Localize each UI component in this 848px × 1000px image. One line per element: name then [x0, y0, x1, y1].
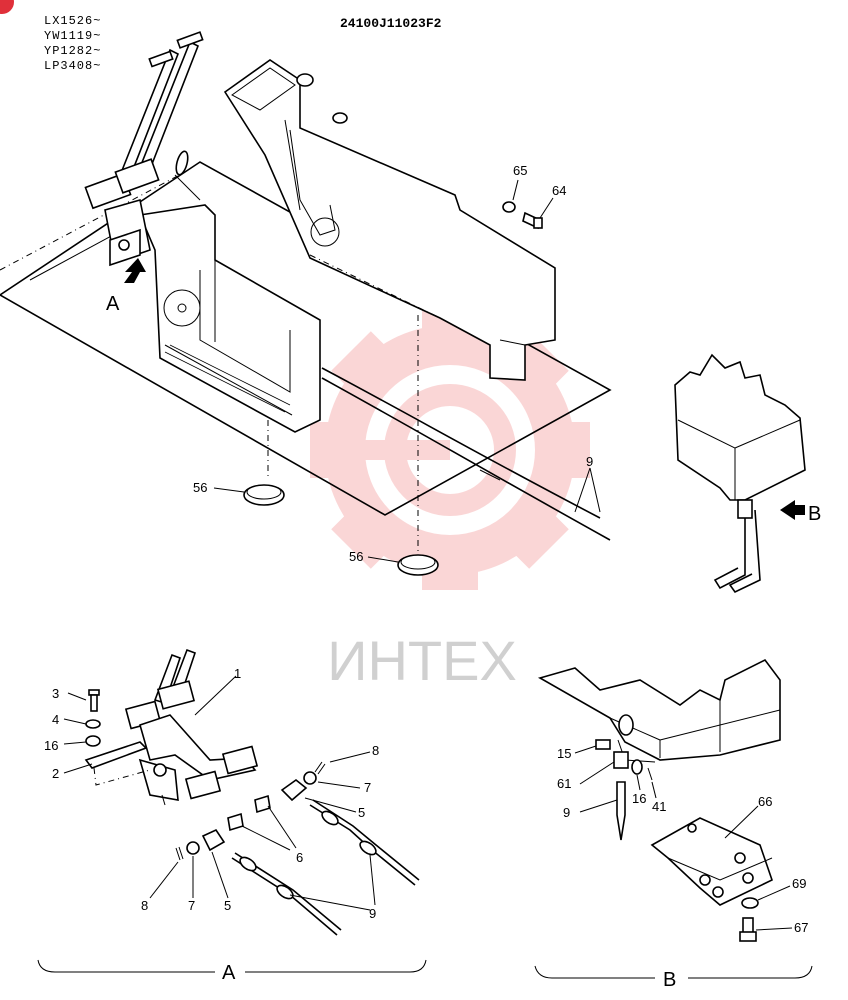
view-arrow-b: [780, 500, 805, 520]
detail-b-bracket: [534, 965, 813, 979]
detail-b-callout-67: 67: [794, 920, 808, 935]
detail-a-callout-8-upper: 8: [372, 743, 379, 758]
callout-56-a: 56: [193, 480, 207, 495]
detail-a-callout-7-lower: 7: [188, 898, 195, 913]
view-arrow-a: [124, 258, 146, 283]
clevis-5-lower: [201, 828, 226, 852]
serial-range-1: LX1526~: [44, 14, 101, 28]
detail-a-callout-6: 6: [296, 850, 303, 865]
bracket-plate-66: [650, 817, 773, 906]
nut-65: [502, 201, 516, 213]
view-label-b: B: [808, 503, 821, 525]
corner-marker: [0, 0, 14, 14]
pin-6-lower: [227, 812, 244, 832]
grommet-56-b: [397, 554, 439, 576]
detail-b-callout-9: 9: [563, 805, 570, 820]
bolt-67: [739, 917, 757, 942]
washer-16-b: [631, 759, 643, 775]
serial-range-4: LP3408~: [44, 59, 101, 73]
detail-a: 1 3 4 16 2 8 7 5 6: [37, 648, 427, 984]
grommet-56-a: [243, 484, 285, 506]
washer-7-lower: [186, 841, 200, 855]
callout-9: 9: [586, 454, 593, 469]
detail-b-callout-15: 15: [557, 746, 571, 761]
plate-2: [84, 741, 148, 769]
pedal-console: [138, 150, 321, 433]
detail-a-callout-2: 2: [52, 766, 59, 781]
callout-56-b: 56: [349, 549, 363, 564]
detail-b-callout-69: 69: [792, 876, 806, 891]
main-view: 65 64 A: [0, 31, 821, 594]
detail-a-callout-3: 3: [52, 686, 59, 701]
detail-a-callout-16: 16: [44, 738, 58, 753]
bolt-15: [595, 739, 611, 750]
detail-b-callout-16: 16: [632, 791, 646, 806]
pedal-assembly-1: [124, 648, 259, 806]
detail-a-callout-8-lower: 8: [141, 898, 148, 913]
detail-b-callout-66: 66: [758, 794, 772, 809]
joint-61: [613, 751, 629, 769]
detail-b: 15 61 9 16 41 66 69 67 B: [534, 658, 813, 991]
detail-a-cables-9: [231, 799, 420, 936]
detail-a-callout-5-lower: 5: [224, 898, 231, 913]
cables-9: [321, 367, 611, 541]
cotter-pin-8-upper: [314, 761, 326, 775]
valve-assembly: [674, 353, 806, 594]
pedals: [84, 31, 204, 267]
detail-a-callout-9: 9: [369, 906, 376, 921]
detail-a-callout-7-upper: 7: [364, 780, 371, 795]
washer-7-upper: [303, 771, 317, 785]
drawing-code: 24100J11023F2: [340, 16, 442, 31]
detail-a-callout-4: 4: [52, 712, 59, 727]
pin-6-upper: [254, 794, 271, 814]
callout-64: 64: [552, 183, 566, 198]
callout-65: 65: [513, 163, 527, 178]
cable-end-9: [616, 781, 626, 841]
detail-a-title: A: [222, 962, 236, 984]
washer-4: [85, 719, 101, 729]
detail-b-title: B: [663, 969, 676, 991]
clevis-5-upper: [280, 778, 308, 802]
view-label-a: A: [106, 293, 120, 315]
washer-69: [741, 897, 759, 909]
bolt-3: [88, 689, 100, 712]
detail-a-callout-1: 1: [234, 666, 241, 681]
washer-16: [85, 735, 101, 747]
detail-a-callout-5-upper: 5: [358, 805, 365, 820]
detail-b-callout-61: 61: [557, 776, 571, 791]
watermark-logo: [310, 310, 590, 590]
cotter-41: [647, 767, 653, 781]
serial-range-2: YW1119~: [44, 29, 101, 43]
detail-b-callout-41: 41: [652, 799, 666, 814]
serial-range-3: YP1282~: [44, 44, 101, 58]
watermark-text: ИНТЕХ: [327, 629, 517, 692]
bolt-64: [522, 211, 543, 230]
seat-console: [223, 59, 556, 381]
detail-a-bracket: [37, 959, 427, 973]
cotter-pin-8-lower: [175, 846, 184, 861]
